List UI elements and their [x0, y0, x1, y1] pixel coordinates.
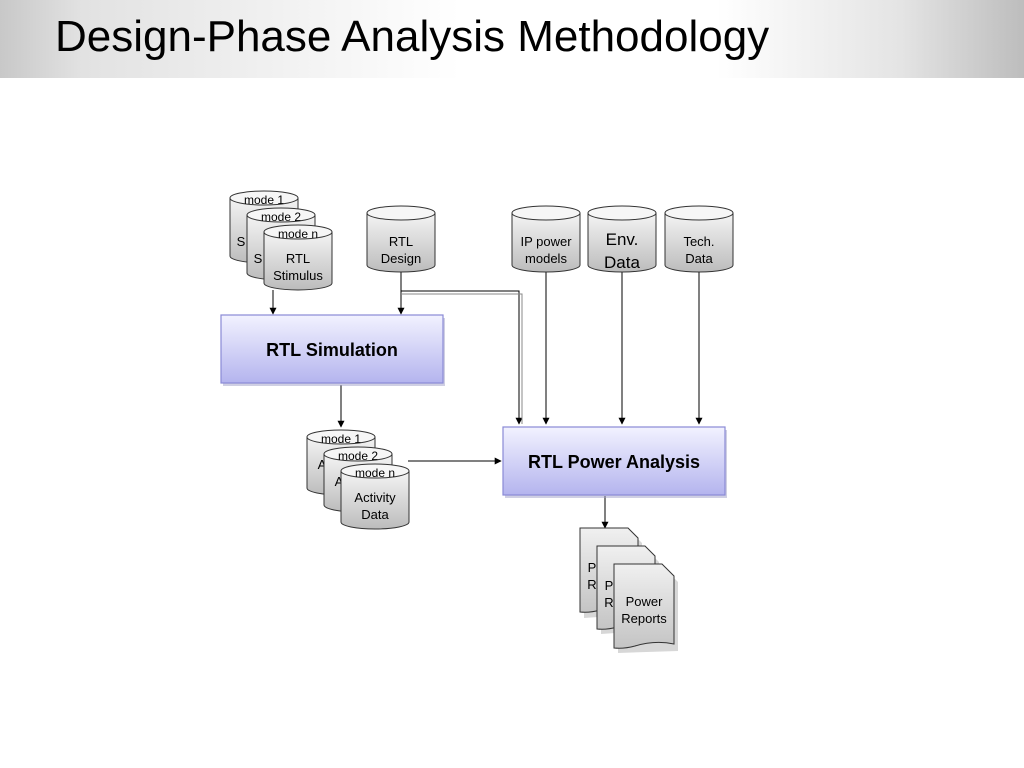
env-data-database: Env. Data — [587, 205, 657, 273]
report-back-1-line-1: P — [588, 560, 597, 575]
activity-mode-1-label: mode 1 — [321, 432, 361, 446]
activity-mode-2-label: mode 2 — [338, 449, 378, 463]
rtl-power-analysis-box: RTL Power Analysis — [502, 426, 727, 498]
activity-label-line-2: Data — [361, 507, 389, 522]
report-document-front: Power Reports — [613, 563, 678, 653]
connectors — [269, 272, 703, 529]
title-bar: Design-Phase Analysis Methodology — [0, 0, 1024, 78]
rtl-simulation-box: RTL Simulation — [220, 314, 445, 386]
activity-back-label-1: A — [318, 457, 327, 472]
rtl-power-analysis-label: RTL Power Analysis — [528, 452, 700, 472]
tech-data-line-2: Data — [685, 251, 713, 266]
stimulus-mode-2-label: mode 2 — [261, 210, 301, 224]
activity-label-line-1: Activity — [354, 490, 396, 505]
rtl-design-line-1: RTL — [389, 234, 413, 249]
page-title: Design-Phase Analysis Methodology — [55, 12, 770, 61]
report-back-1-line-2: R — [587, 577, 596, 592]
ip-power-models-database: IP power models — [511, 205, 581, 273]
activity-cylinder-mode-n: mode n Activity Data — [340, 463, 410, 530]
rtl-design-database: RTL Design — [366, 205, 436, 273]
stimulus-back-label-1: S — [237, 234, 246, 249]
stimulus-label-line-2: Stimulus — [273, 268, 323, 283]
activity-data-database: mode 1 A mode 2 A mode n Activity Data — [306, 429, 410, 530]
tech-data-line-1: Tech. — [683, 234, 714, 249]
stimulus-back-label-2: S — [254, 251, 263, 266]
stimulus-cylinder-mode-n: mode n RTL Stimulus — [263, 224, 333, 291]
report-back-2-line-1: P — [605, 578, 614, 593]
rtl-design-line-2: Design — [381, 251, 421, 266]
env-data-line-2: Data — [604, 253, 640, 272]
ip-power-line-1: IP power — [520, 234, 572, 249]
stimulus-label-line-1: RTL — [286, 251, 310, 266]
power-reports-line-2: Reports — [621, 611, 667, 626]
activity-mode-n-label: mode n — [355, 466, 395, 480]
env-data-line-1: Env. — [606, 230, 639, 249]
ip-power-line-2: models — [525, 251, 567, 266]
arrow-design-to-power-analysis — [401, 290, 523, 425]
stimulus-mode-n-label: mode n — [278, 227, 318, 241]
stimulus-mode-1-label: mode 1 — [244, 193, 284, 207]
rtl-stimulus-database: mode 1 S mode 2 S mode n RTL Stimulus — [229, 190, 333, 291]
report-back-2-line-2: R — [604, 595, 613, 610]
power-reports-documents: P R P R Power Reports — [579, 527, 678, 653]
rtl-simulation-label: RTL Simulation — [266, 340, 398, 360]
activity-back-label-2: A — [335, 474, 344, 489]
tech-data-database: Tech. Data — [664, 205, 734, 273]
power-reports-line-1: Power — [626, 594, 664, 609]
